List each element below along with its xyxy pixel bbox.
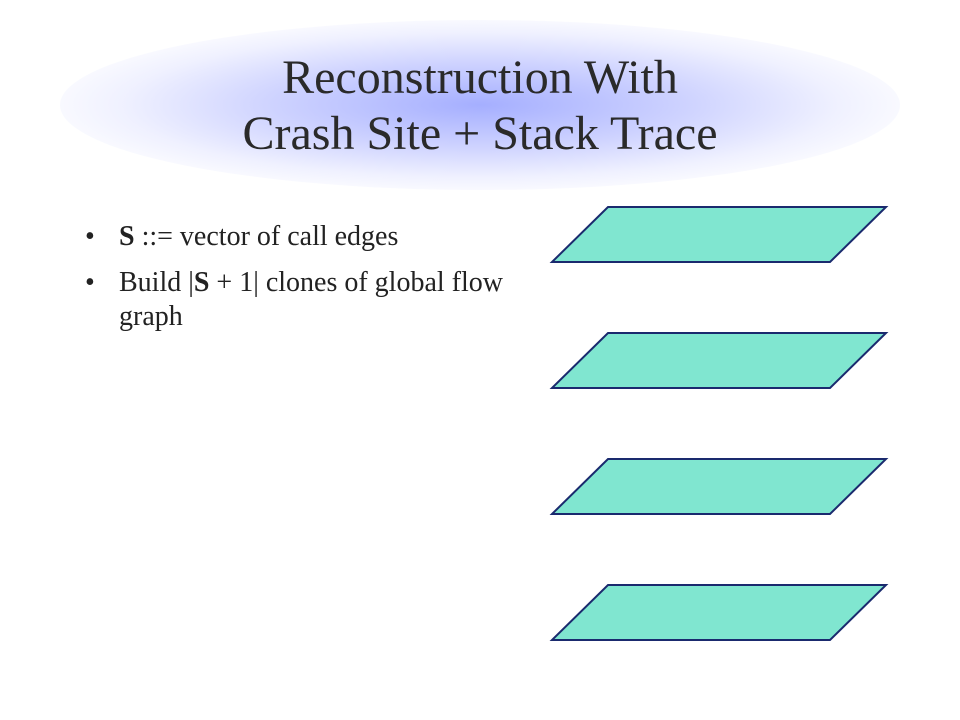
flow-graph-plane-3 [549,458,889,515]
bullet-marker: • [85,267,95,298]
bullet-list: • S ::= vector of call edges • Build |S … [85,220,525,346]
title-glow [60,20,900,190]
title-line-2: Crash Site + Stack Trace [242,107,718,160]
bullet-item-1: • S ::= vector of call edges [85,220,525,254]
flow-graph-clones-diagram [549,206,889,641]
bullet-marker: • [85,221,95,252]
flow-graph-plane-2 [549,332,889,389]
bullet-1-text: ::= vector of call edges [134,221,399,252]
title-line-1: Reconstruction With [282,51,678,104]
bullet-2-bold: S [193,267,210,298]
slide-title: Reconstruction With Crash Site + Stack T… [0,50,960,162]
bullet-1-bold: S [119,221,135,252]
bullet-item-2: • Build |S + 1| clones of global flow gr… [85,266,525,334]
flow-graph-plane-1 [549,206,889,263]
flow-graph-plane-4 [549,584,889,641]
bullet-2-post: + 1| clones of global flow graph [119,267,503,332]
bullet-2-pre: Build | [119,267,194,298]
